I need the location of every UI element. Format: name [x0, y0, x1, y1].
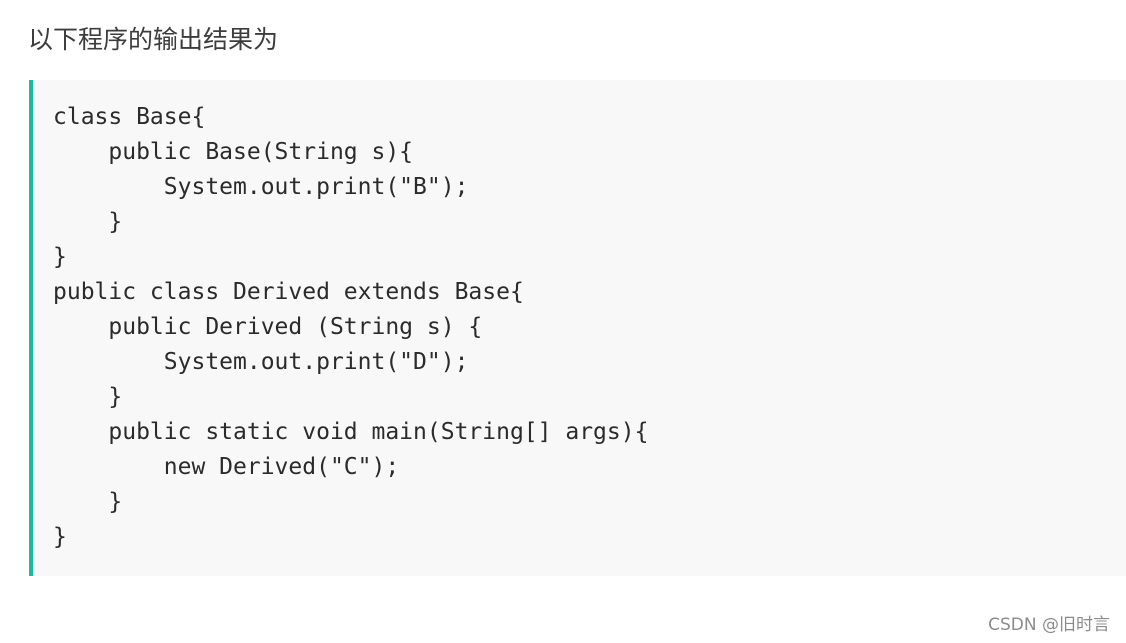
- code-line: public Derived (String s) {: [53, 314, 483, 340]
- code-line: public class Derived extends Base{: [53, 279, 524, 305]
- code-line: new Derived("C");: [53, 454, 400, 480]
- csdn-watermark: CSDN @旧时言: [988, 615, 1110, 635]
- code-line: }: [53, 384, 123, 410]
- code-line: public static void main(String[] args){: [53, 419, 649, 445]
- code-line: System.out.print("D");: [53, 349, 469, 375]
- code-line: System.out.print("B");: [53, 174, 469, 200]
- code-content: class Base{ public Base(String s){ Syste…: [53, 100, 1126, 555]
- code-line: }: [53, 244, 67, 270]
- code-block: class Base{ public Base(String s){ Syste…: [29, 80, 1126, 576]
- code-line: class Base{: [53, 104, 206, 130]
- code-line: }: [53, 489, 123, 515]
- code-line: }: [53, 209, 123, 235]
- question-title: 以下程序的输出结果为: [28, 25, 279, 54]
- code-line: }: [53, 524, 67, 550]
- code-line: public Base(String s){: [53, 139, 414, 165]
